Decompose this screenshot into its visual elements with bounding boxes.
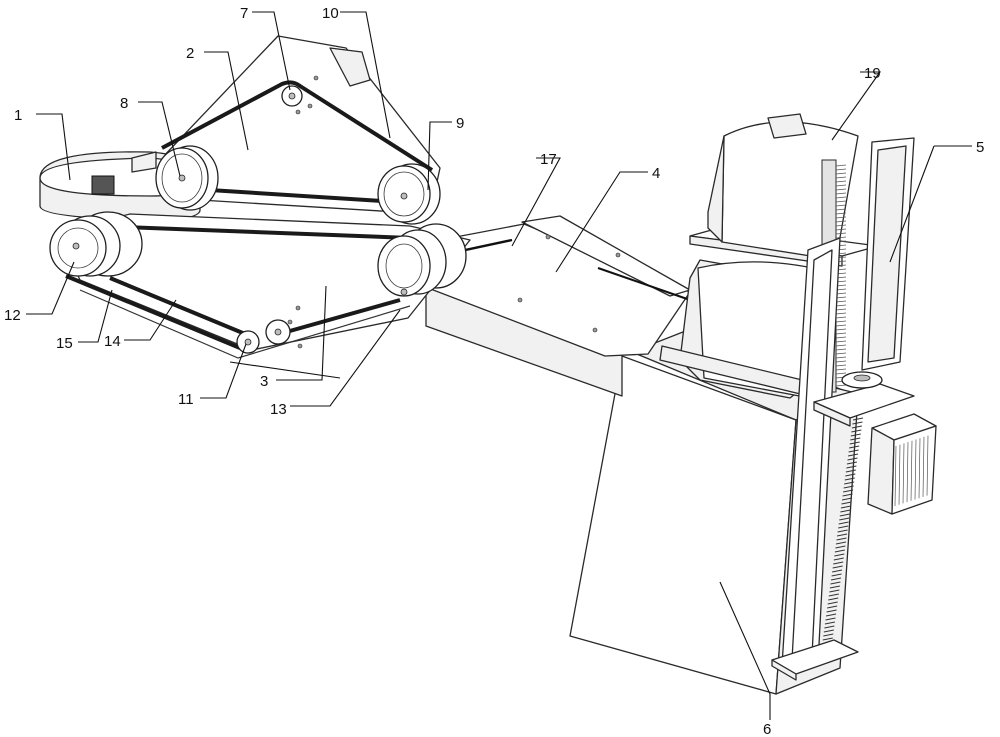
lead-screw [820, 417, 864, 657]
callout-4: 4 [652, 165, 660, 182]
callout-13: 13 [270, 401, 287, 418]
pulley-12 [49, 211, 143, 277]
callout-7: 7 [240, 5, 248, 22]
callout-3: 3 [260, 373, 268, 390]
callout-12: 12 [4, 307, 21, 324]
callout-17: 17 [540, 151, 557, 168]
callout-6: 6 [763, 721, 771, 737]
pulley-11 [236, 319, 291, 354]
callouts: 1 2 3 4 5 6 7 8 9 10 11 12 13 14 15 17 1… [4, 5, 984, 737]
idler-pulley-7 [281, 85, 303, 107]
callout-2: 2 [186, 45, 194, 62]
callout-9: 9 [456, 115, 464, 132]
callout-14: 14 [104, 333, 121, 350]
callout-19: 19 [864, 65, 881, 82]
pulley-9 [377, 163, 441, 225]
conveyor-table [401, 215, 691, 397]
callout-8: 8 [120, 95, 128, 112]
callout-11: 11 [178, 391, 194, 408]
motor-fins [894, 435, 929, 507]
pulley-8 [155, 145, 219, 211]
callout-10: 10 [322, 5, 339, 22]
leader-lines [26, 11, 972, 720]
callout-1: 1 [14, 107, 22, 124]
lower-arm [57, 213, 471, 359]
callout-5: 5 [976, 139, 984, 156]
lifting-column [771, 137, 937, 681]
pulley-13 [377, 223, 467, 297]
magazine-unit [659, 113, 879, 409]
callout-15: 15 [56, 335, 73, 352]
